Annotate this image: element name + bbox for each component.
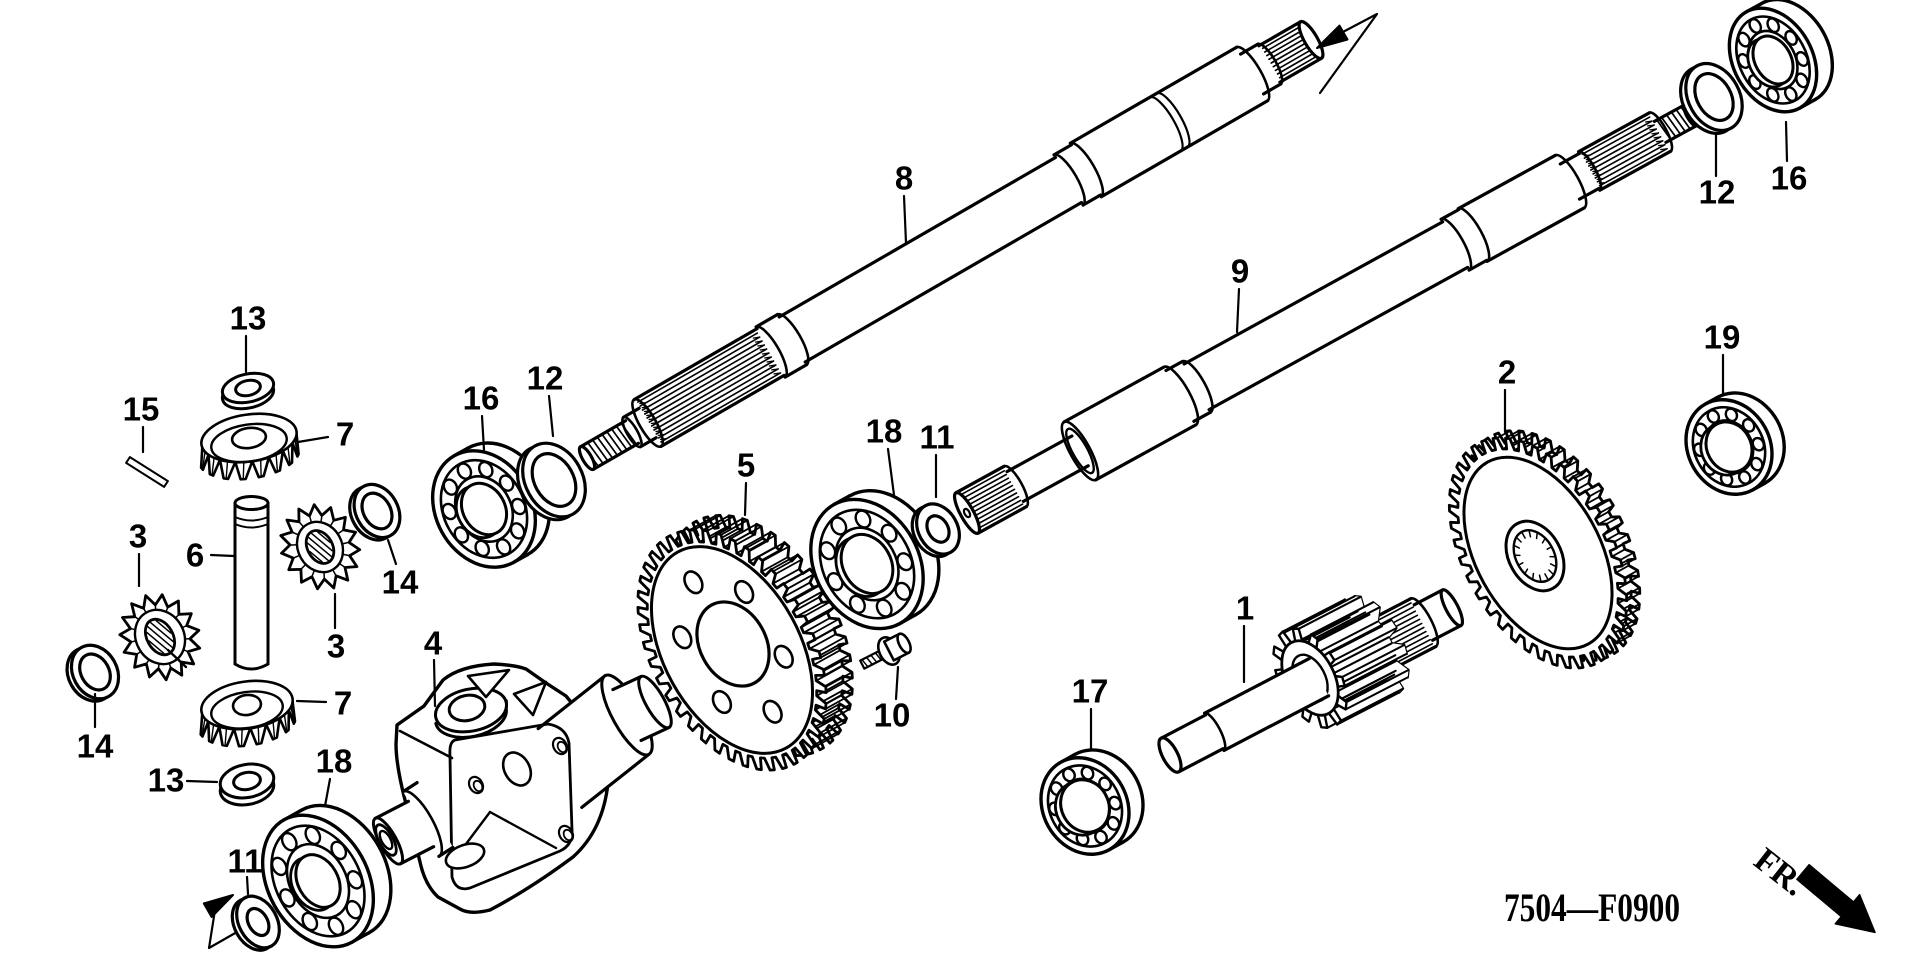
svg-text:7: 7 — [334, 685, 352, 722]
svg-text:11: 11 — [920, 419, 955, 456]
svg-text:12: 12 — [527, 360, 564, 397]
svg-text:17: 17 — [1072, 673, 1109, 710]
svg-text:4: 4 — [424, 625, 443, 662]
svg-text:7504—F0900: 7504—F0900 — [1504, 885, 1680, 930]
svg-text:11: 11 — [228, 843, 263, 880]
svg-text:15: 15 — [123, 391, 160, 428]
svg-text:18: 18 — [316, 743, 353, 780]
svg-text:2: 2 — [1498, 354, 1516, 391]
svg-text:19: 19 — [1704, 319, 1741, 356]
svg-text:18: 18 — [866, 413, 903, 450]
svg-text:14: 14 — [382, 564, 419, 601]
svg-text:16: 16 — [463, 380, 500, 417]
svg-text:9: 9 — [1231, 253, 1249, 290]
svg-text:12: 12 — [1699, 174, 1736, 211]
svg-text:7: 7 — [336, 416, 354, 453]
svg-text:6: 6 — [186, 537, 204, 574]
svg-text:13: 13 — [230, 300, 267, 337]
svg-text:10: 10 — [874, 697, 911, 734]
svg-text:16: 16 — [1771, 160, 1808, 197]
svg-text:5: 5 — [737, 447, 755, 484]
svg-text:1: 1 — [1236, 590, 1254, 627]
svg-text:3: 3 — [327, 628, 345, 665]
svg-text:8: 8 — [895, 160, 913, 197]
svg-text:3: 3 — [129, 518, 147, 555]
svg-text:14: 14 — [77, 728, 114, 765]
svg-text:13: 13 — [148, 762, 185, 799]
